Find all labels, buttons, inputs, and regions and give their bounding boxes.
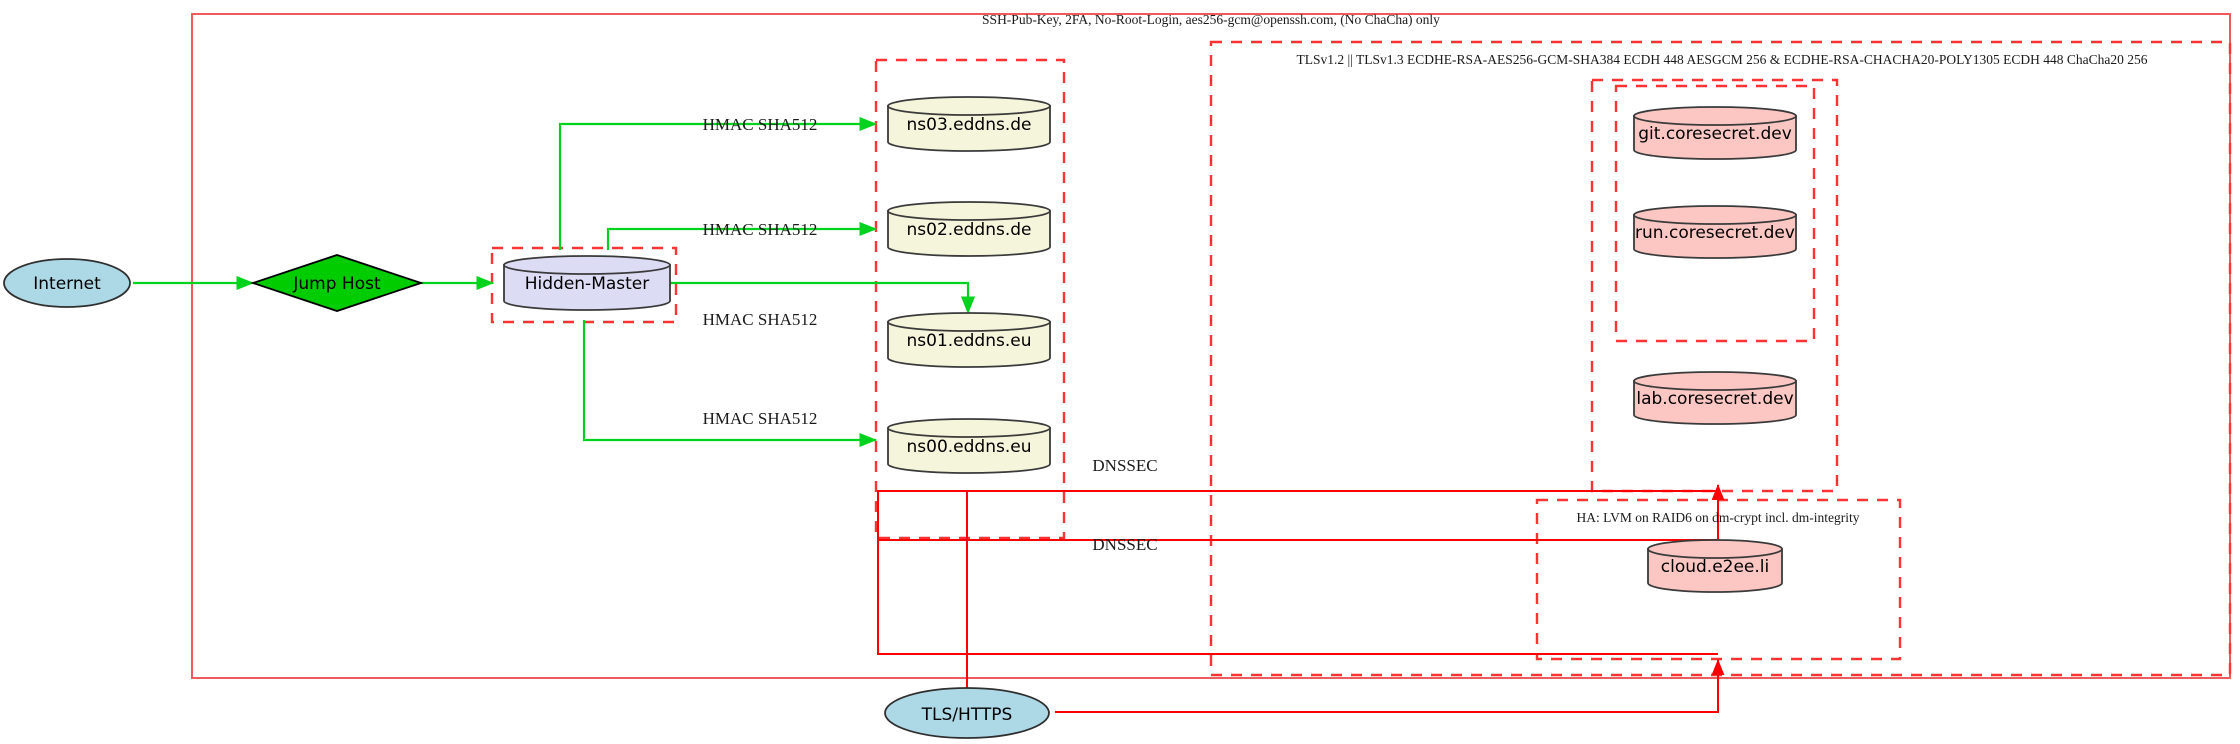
cluster-coresecret-outer (1590, 78, 1839, 493)
node-ns03-label: ns03.eddns.de (907, 115, 1032, 135)
node-jump-host[interactable]: Jump Host (250, 254, 424, 312)
node-ns01[interactable]: ns01.eddns.eu (887, 312, 1051, 368)
node-ns01-label: ns01.eddns.eu (907, 331, 1032, 351)
cluster-tls (1209, 40, 2232, 677)
edge-hiddenmaster-to-ns01 (665, 281, 976, 315)
node-run-coresecret-label: run.coresecret.dev (1635, 223, 1795, 243)
edge-label-hmac-ns01: HMAC SHA512 (703, 310, 818, 329)
edge-label-dnssec-upper: DNSSEC (1092, 456, 1157, 475)
node-lab-coresecret-label: lab.coresecret.dev (1636, 389, 1793, 409)
edge-hiddenmaster-to-ns03 (558, 116, 878, 250)
node-hidden-master-label: Hidden-Master (525, 274, 650, 294)
node-tls-https[interactable]: TLS/HTTPS (884, 687, 1050, 739)
edge-label-dnssec-lower: DNSSEC (1092, 535, 1157, 554)
node-git-coresecret-label: git.coresecret.dev (1638, 124, 1792, 144)
edge-tlshttps-to-ha (1055, 659, 1725, 713)
node-ns02-label: ns02.eddns.de (907, 220, 1032, 240)
node-tls-https-label: TLS/HTTPS (921, 705, 1013, 725)
label-tls-cluster: TLSv1.2 || TLSv1.3 ECDHE-RSA-AES256-GCM-… (1297, 52, 2148, 67)
edge-label-hmac-ns03: HMAC SHA512 (703, 115, 818, 134)
edge-hiddenmaster-to-ns02 (606, 221, 878, 250)
node-internet-label: Internet (33, 274, 101, 294)
node-internet[interactable]: Internet (3, 258, 131, 308)
node-ns02[interactable]: ns02.eddns.de (887, 201, 1051, 257)
node-ns00-label: ns00.eddns.eu (907, 437, 1032, 457)
node-ns00[interactable]: ns00.eddns.eu (887, 418, 1051, 474)
label-outer-security: SSH-Pub-Key, 2FA, No-Root-Login, aes256-… (982, 12, 1440, 27)
node-cloud-e2ee[interactable]: cloud.e2ee.li (1647, 539, 1783, 593)
node-jump-host-label: Jump Host (292, 274, 381, 294)
node-ns03[interactable]: ns03.eddns.de (887, 96, 1051, 152)
node-cloud-e2ee-label: cloud.e2ee.li (1661, 557, 1769, 577)
node-hidden-master[interactable]: Hidden-Master (503, 255, 671, 311)
cluster-coresecret-inner (1614, 84, 1816, 343)
edge-hiddenmaster-to-ns00 (582, 320, 878, 448)
cluster-dns-servers (874, 58, 1066, 540)
node-run-coresecret[interactable]: run.coresecret.dev (1633, 205, 1797, 259)
label-ha-cluster: HA: LVM on RAID6 on dm-crypt incl. dm-in… (1577, 510, 1860, 525)
node-git-coresecret[interactable]: git.coresecret.dev (1633, 106, 1797, 160)
edge-dnssec-upper (877, 490, 1718, 541)
edge-label-hmac-ns02: HMAC SHA512 (703, 220, 818, 239)
edge-ha-feeder (877, 540, 1718, 655)
node-lab-coresecret[interactable]: lab.coresecret.dev (1633, 371, 1797, 425)
edge-tlshttps-to-coresecret (966, 484, 1725, 700)
edge-label-hmac-ns00: HMAC SHA512 (703, 409, 818, 428)
